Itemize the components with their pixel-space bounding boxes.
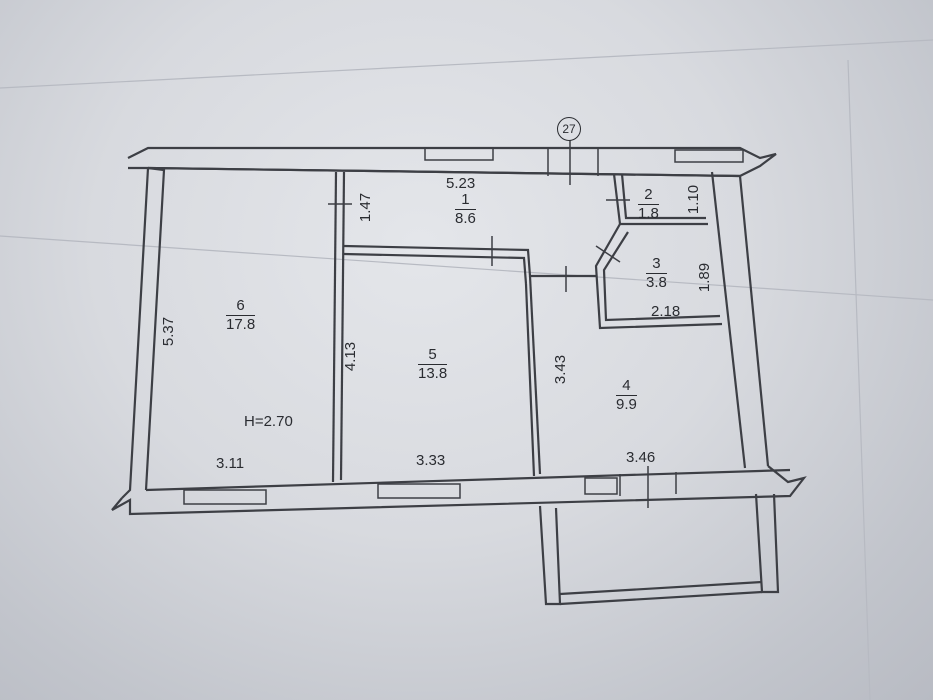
room-area: 3.8 [646, 273, 667, 291]
partition-room-5 [528, 275, 542, 475]
bottom-window [183, 489, 267, 505]
partition-room-3 [602, 231, 721, 322]
partition-corridor [343, 244, 596, 278]
dimension-label: 1.89 [696, 262, 714, 293]
dimension-label: 1.10 [685, 184, 703, 215]
bottom-exterior-wall [111, 465, 807, 516]
partition-corridor [343, 252, 528, 285]
partition-room-6 [331, 171, 338, 483]
left-exterior-wall [121, 167, 150, 499]
room-number: 5 [418, 347, 448, 365]
top-window [674, 149, 744, 163]
grid-axis-marker: 27 [557, 117, 581, 141]
balcony-door [584, 477, 618, 495]
dimension-label: 2.18 [651, 303, 681, 320]
balcony-outline [538, 505, 562, 606]
room-label-4: 4 9.9 [616, 378, 637, 413]
bottom-window [377, 483, 461, 499]
partition-room-3 [594, 223, 723, 330]
room-label-5: 5 13.8 [418, 347, 448, 382]
dimension-label: 3.33 [416, 452, 446, 469]
top-window [424, 147, 494, 161]
room-number: 1 [455, 192, 476, 210]
door-swing-mark [595, 245, 621, 263]
room-area: 17.8 [226, 315, 256, 333]
room-number: 3 [646, 256, 667, 274]
dimension-label: 5.23 [446, 175, 476, 192]
dimension-label: 3.11 [216, 455, 245, 472]
room-label-2: 2 1.8 [638, 187, 659, 222]
paper-fold-line [0, 235, 933, 301]
right-exterior-wall [710, 171, 747, 469]
left-exterior-wall [144, 166, 166, 491]
room-number: 2 [638, 187, 659, 205]
room-number: 6 [226, 298, 256, 316]
paper-fold-line [0, 39, 933, 89]
partition-room-2 [620, 173, 706, 220]
room-label-6: 6 17.8 [226, 298, 256, 333]
bottom-wall-inner-edge [145, 468, 791, 492]
dimension-label: 4.13 [342, 341, 360, 372]
room-area: 8.6 [455, 209, 476, 227]
balcony-outline [559, 590, 763, 606]
balcony-outline [559, 580, 763, 596]
room-label-3: 3 3.8 [646, 256, 667, 291]
right-exterior-wall [738, 175, 770, 467]
room-area: 9.9 [616, 395, 637, 413]
room-area: 13.8 [418, 364, 448, 382]
room-label-1: 1 8.6 [455, 192, 476, 227]
top-wall-inner-edge [147, 166, 741, 178]
paper-fold-line [847, 59, 871, 700]
dimension-label: 5.37 [160, 316, 178, 347]
dimension-label: 3.43 [552, 354, 570, 385]
balcony-outline [754, 493, 780, 594]
dimension-label: 3.46 [626, 449, 656, 466]
ceiling-height-label: H=2.70 [244, 413, 293, 430]
partition-room-5 [524, 283, 536, 477]
dimension-label: 1.47 [357, 192, 375, 223]
room-number: 4 [616, 378, 637, 396]
room-area: 1.8 [638, 204, 659, 222]
partition-room-6 [339, 171, 346, 481]
